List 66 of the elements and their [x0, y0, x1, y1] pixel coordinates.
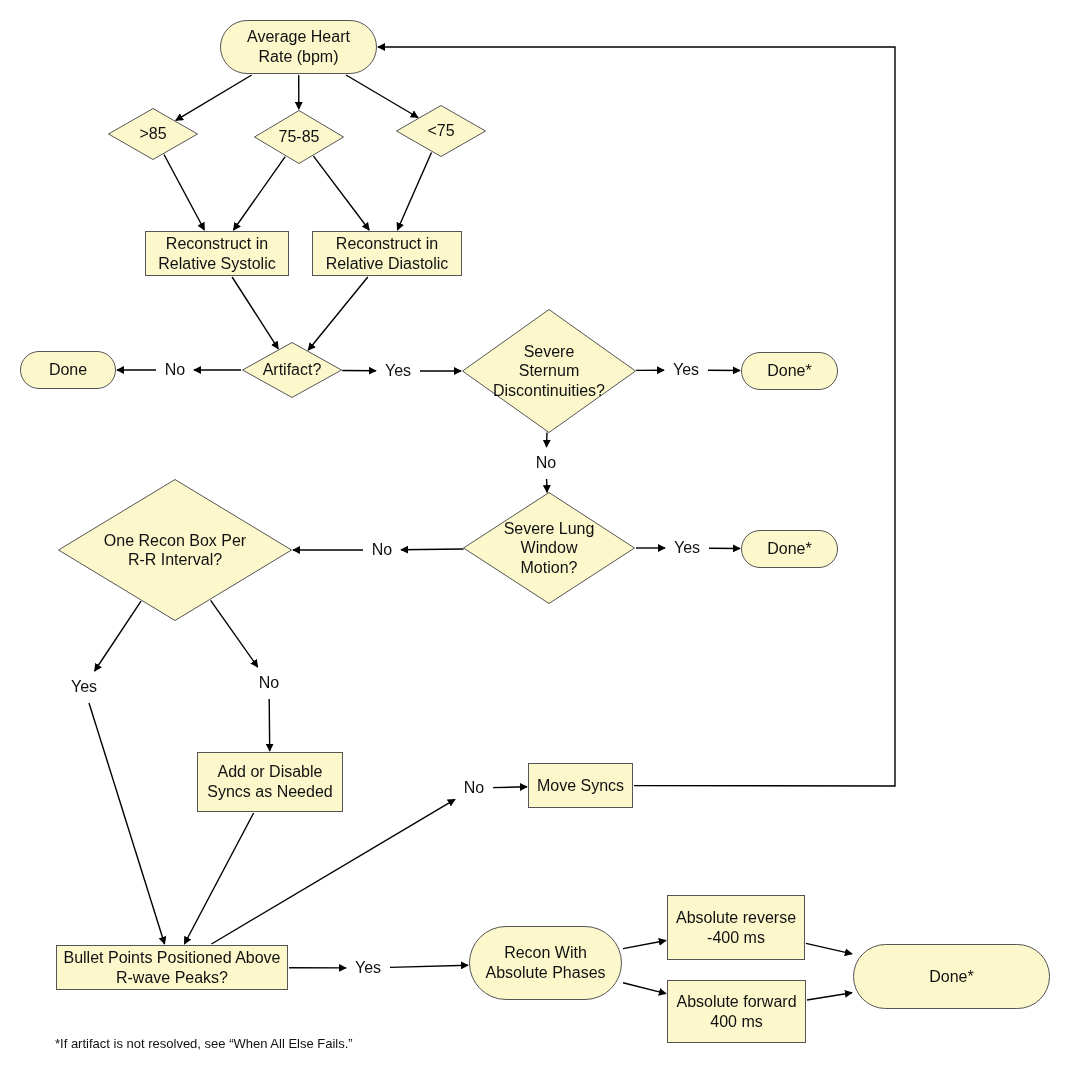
- branch-label: No: [254, 671, 284, 695]
- arrow: [419, 367, 462, 375]
- terminal-pill: Done*: [853, 944, 1050, 1009]
- process-box: Absolute forward 400 ms: [667, 980, 806, 1043]
- decision-diamond: >85: [108, 108, 198, 160]
- process-box: Add or Disable Syncs as Needed: [197, 752, 343, 812]
- branch-label: No: [459, 776, 489, 800]
- branch-label: Yes: [669, 536, 705, 560]
- terminal-pill: Done: [20, 351, 116, 389]
- terminal-pill: Done*: [741, 352, 838, 390]
- arrow: [377, 43, 896, 787]
- arrow: [622, 982, 667, 996]
- decision-diamond: <75: [396, 105, 486, 157]
- process-box: Move Syncs: [528, 763, 633, 808]
- branch-label: Yes: [380, 359, 416, 383]
- arrow: [492, 782, 528, 791]
- arrow: [542, 431, 551, 448]
- arrow: [231, 276, 279, 350]
- arrow: [88, 702, 167, 945]
- arrow: [93, 600, 142, 672]
- arrow: [183, 812, 255, 945]
- arrow: [312, 155, 370, 231]
- arrow: [116, 366, 157, 374]
- decision-diamond: 75-85: [254, 110, 344, 164]
- branch-label: Yes: [66, 675, 102, 699]
- branch-label: Yes: [668, 358, 704, 382]
- arrow: [193, 366, 242, 374]
- arrow: [635, 544, 666, 552]
- arrow: [389, 961, 469, 970]
- arrow: [542, 478, 551, 494]
- arrow: [292, 546, 364, 554]
- arrow: [707, 366, 741, 375]
- arrow: [622, 937, 667, 950]
- arrow: [708, 544, 741, 553]
- branch-label: No: [531, 451, 561, 475]
- arrow: [288, 963, 347, 972]
- process-box: Absolute reverse -400 ms: [667, 895, 805, 960]
- arrow: [232, 155, 286, 231]
- decision-diamond: Artifact?: [242, 342, 342, 398]
- arrow: [806, 989, 853, 1001]
- terminal-pill: Average Heart Rate (bpm): [220, 20, 377, 74]
- arrow: [294, 74, 303, 110]
- terminal-pill: Done*: [741, 530, 838, 568]
- arrow: [396, 151, 433, 231]
- process-box: Reconstruct in Relative Diastolic: [312, 231, 462, 276]
- branch-label: No: [367, 538, 397, 562]
- arrow: [209, 599, 259, 668]
- arrow: [400, 545, 465, 554]
- decision-diamond: Severe Sternum Discontinuities?: [462, 309, 636, 433]
- arrow: [163, 153, 206, 231]
- decision-diamond: Severe Lung Window Motion?: [463, 492, 635, 604]
- arrow: [265, 698, 274, 752]
- arrow: [210, 798, 456, 945]
- branch-label: Yes: [350, 956, 386, 980]
- footnote: *If artifact is not resolved, see “When All Else Fails.”: [55, 1035, 353, 1053]
- process-box: Reconstruct in Relative Systolic: [145, 231, 289, 276]
- arrow: [341, 366, 377, 375]
- arrow: [805, 942, 853, 957]
- decision-diamond: One Recon Box Per R-R Interval?: [58, 479, 292, 621]
- arrow: [345, 74, 419, 119]
- branch-label: No: [160, 358, 190, 382]
- terminal-pill: Recon With Absolute Phases: [469, 926, 622, 1000]
- process-box: Bullet Points Positioned Above R-wave Peaks?: [56, 945, 288, 990]
- arrow: [175, 74, 253, 122]
- arrow: [635, 366, 665, 375]
- arrow: [307, 276, 369, 351]
